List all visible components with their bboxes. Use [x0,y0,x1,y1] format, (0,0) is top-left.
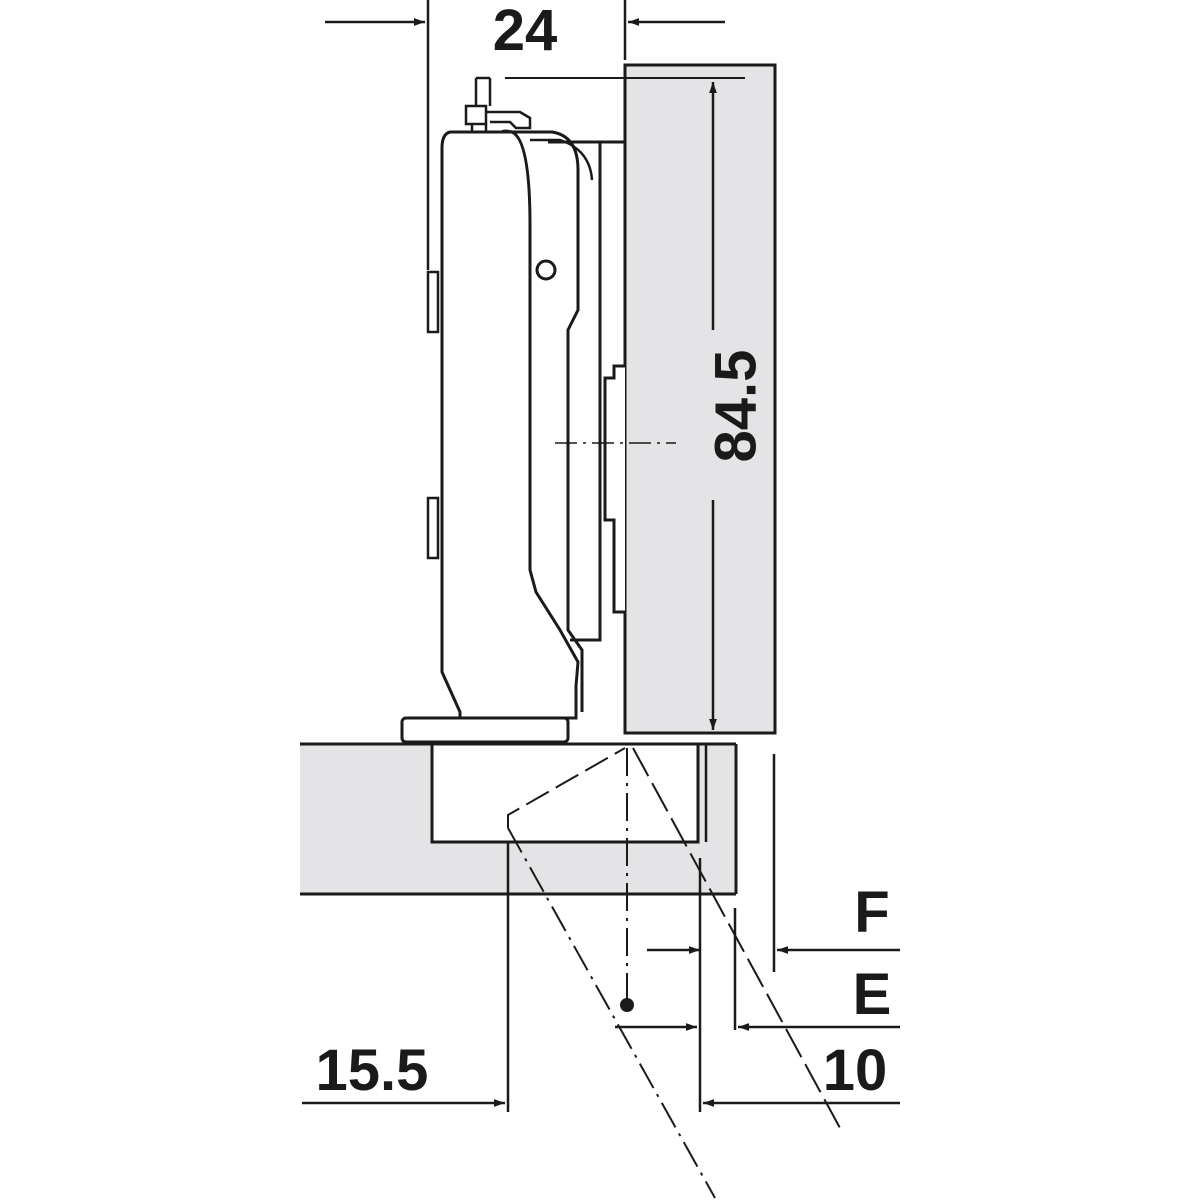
dimension-label-15-5: 15.5 [316,1038,429,1103]
hinge-arm [400,76,625,744]
dimension-f: F [647,754,900,972]
dimension-label-f: F [854,880,889,945]
door-panel [623,63,777,735]
dimension-10: 10 [698,858,900,1112]
dimension-label-e: E [853,962,892,1027]
dimension-e: E [615,908,900,1031]
dimension-15-5: 15.5 [302,842,510,1112]
dimension-height: 84.5 [703,82,768,730]
dimension-label-24: 24 [493,0,558,63]
dimension-label-84-5: 84.5 [703,350,768,463]
hinge-cup [430,742,700,844]
construction-lines [505,77,841,1199]
dimension-label-10: 10 [823,1038,888,1103]
dimension-top-width: 24 [325,0,725,270]
